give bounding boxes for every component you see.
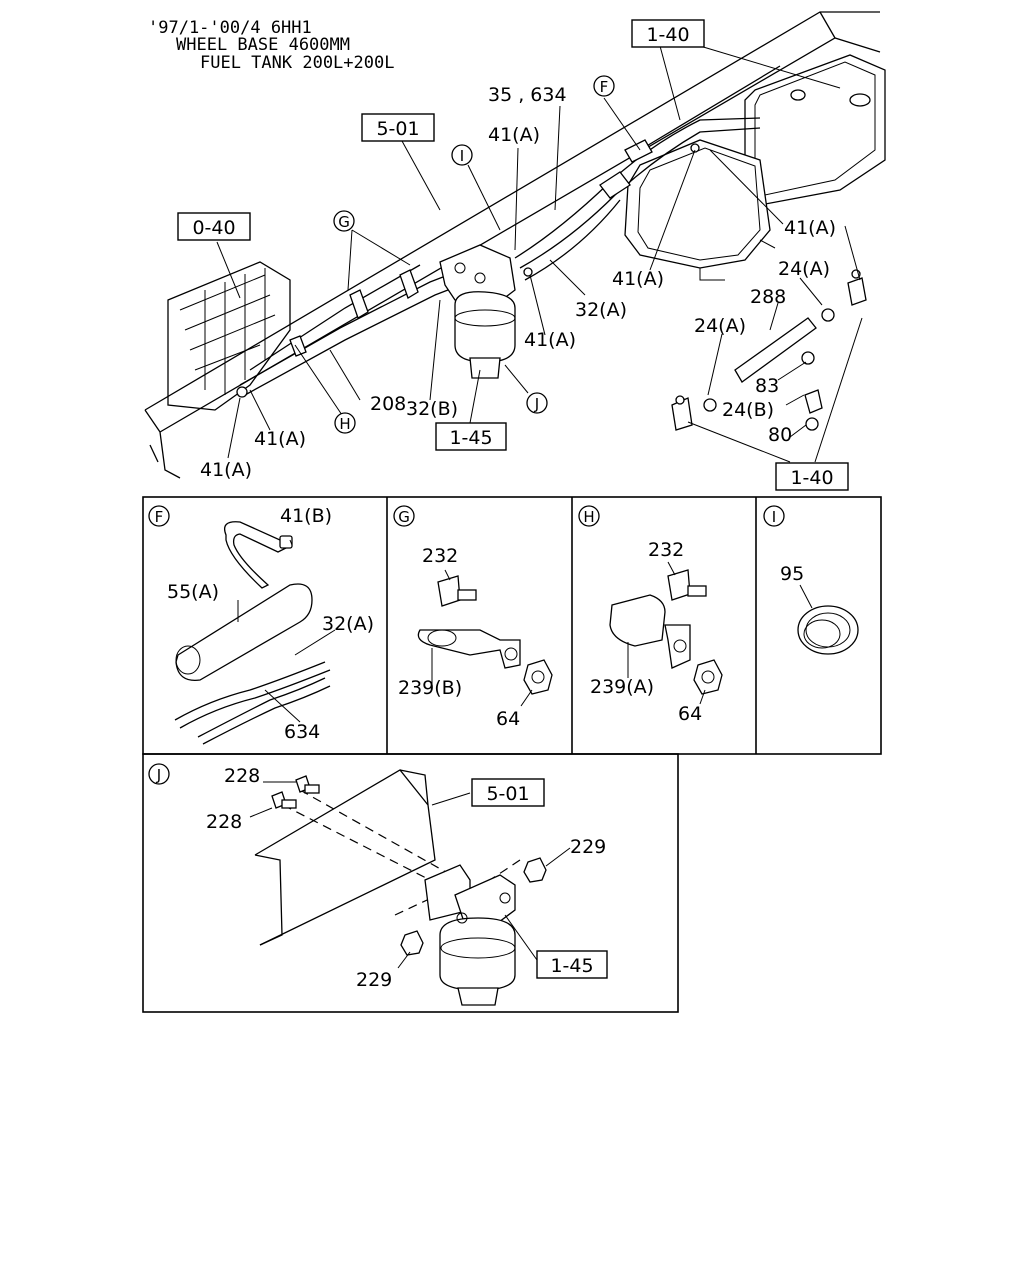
ref-0-40: 0-40 (192, 217, 235, 239)
label-208: 208 (370, 393, 406, 415)
frame-rail (144, 11, 881, 479)
detail-j-letter: J (156, 766, 161, 784)
callout-circle-j (526, 392, 548, 414)
ref-box-5-01 (361, 113, 435, 142)
callout-h: H (339, 415, 350, 433)
label-239a: 239(A) (590, 676, 654, 698)
leader-lines (216, 45, 863, 463)
label-64-g: 64 (496, 708, 520, 730)
label-41a-2: 41(A) (784, 217, 836, 239)
label-64-h: 64 (678, 703, 702, 725)
label-41b: 41(B) (280, 505, 332, 527)
label-41a-5: 41(A) (254, 428, 306, 450)
callouts: F G H I J (333, 75, 615, 434)
detail-j-panel (142, 753, 679, 1013)
header: '97/1-'00/4 6HH1 WHEEL BASE 4600MM FUEL … (148, 18, 394, 73)
ref-box-1-45 (435, 422, 507, 451)
label-95: 95 (780, 563, 804, 585)
header-line-2: WHEEL BASE 4600MM (176, 35, 350, 55)
detail-i-letter: I (772, 508, 776, 526)
ref-box-0-40 (177, 212, 251, 241)
label-41a-4: 41(A) (524, 329, 576, 351)
label-239b: 239(B) (398, 677, 462, 699)
callout-circle-f (593, 75, 615, 97)
label-32b: 32(B) (406, 398, 458, 420)
ref-box-1-40-bottom (775, 462, 849, 491)
label-80: 80 (768, 424, 792, 446)
main-assembly: 1-40 5-01 0-40 1-45 1-40 35 , 634 41(A) … (144, 11, 886, 491)
label-24b: 24(B) (722, 399, 774, 421)
label-228-2: 228 (206, 811, 242, 833)
header-line-1: '97/1-'00/4 6HH1 (148, 18, 312, 38)
callout-f: F (600, 78, 609, 96)
callout-j: J (534, 395, 539, 413)
label-24a-1: 24(A) (778, 258, 830, 280)
fuel-tank-rear (744, 54, 886, 206)
ref-box-5-01-j (471, 778, 545, 807)
callout-circle-i (451, 144, 473, 166)
callout-i: I (460, 147, 464, 165)
detail-f-letter: F (155, 508, 164, 526)
header-line-3: FUEL TANK 200L+200L (200, 53, 394, 73)
label-35-634: 35 , 634 (488, 84, 567, 106)
label-229-2: 229 (356, 969, 392, 991)
fuel-filter (439, 244, 516, 379)
detail-i: I 95 (763, 505, 859, 655)
label-55a: 55(A) (167, 581, 219, 603)
return-hose-parts (671, 269, 867, 431)
detail-h: H 232 239(A) 64 (578, 505, 723, 725)
part-labels: 35 , 634 41(A) 41(A) 41(A) 41(A) 41(A) 4… (200, 84, 836, 481)
ref-box-1-45-j (536, 950, 608, 979)
callout-g: G (338, 213, 350, 231)
label-229-1: 229 (570, 836, 606, 858)
label-288: 288 (750, 286, 786, 308)
ref-1-40-bottom: 1-40 (790, 467, 833, 489)
label-228-1: 228 (224, 765, 260, 787)
label-83: 83 (755, 375, 779, 397)
detail-h-letter: H (583, 508, 594, 526)
callout-circle-h (334, 412, 356, 434)
detail-g-letter: G (398, 508, 410, 526)
ref-5-01: 5-01 (376, 118, 419, 140)
callout-circle-g (333, 210, 355, 232)
ref-1-45-j: 1-45 (550, 955, 593, 977)
detail-f: F 41(B) 55(A) 32(A) 634 (148, 505, 374, 745)
label-41a-1: 41(A) (488, 124, 540, 146)
ref-5-01-j: 5-01 (486, 783, 529, 805)
detail-g: G 232 239(B) 64 (393, 505, 553, 730)
ref-1-45: 1-45 (449, 427, 492, 449)
label-232-g: 232 (422, 545, 458, 567)
ref-1-40-top: 1-40 (646, 24, 689, 46)
label-634: 634 (284, 721, 320, 743)
clamps (236, 143, 700, 398)
label-232-h: 232 (648, 539, 684, 561)
label-41a-6: 41(A) (200, 459, 252, 481)
label-41a-3: 41(A) (612, 268, 664, 290)
ref-box-1-40-top (631, 19, 705, 48)
ref-boxes: 1-40 5-01 0-40 1-45 1-40 (177, 19, 849, 491)
engine-block (167, 261, 291, 411)
label-32a: 32(A) (575, 299, 627, 321)
label-24a-2: 24(A) (694, 315, 746, 337)
detail-j: J 5-01 1-45 (148, 763, 608, 1006)
fuel-tank-front (624, 139, 776, 281)
label-32a-detail: 32(A) (322, 613, 374, 635)
